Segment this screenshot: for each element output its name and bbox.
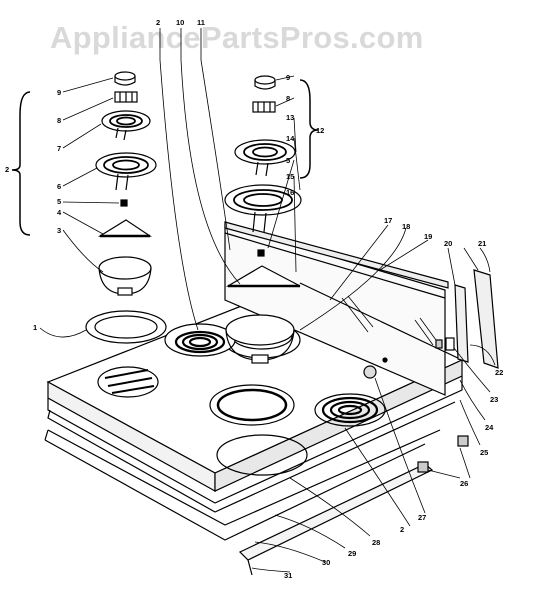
left-front-opening (97, 366, 159, 398)
callout-15: 15 (286, 172, 294, 181)
callout-9-left: 9 (57, 88, 61, 97)
callout-26: 26 (460, 479, 468, 488)
element-support-left (97, 219, 152, 237)
callout-8-right: 8 (286, 94, 290, 103)
bracket-right-stack (299, 79, 319, 179)
coil-element-right-front (314, 393, 386, 427)
callout-2-left-stack: 2 (5, 165, 9, 174)
terminal-block-right (252, 101, 276, 113)
drip-bowl-center (225, 314, 295, 364)
callout-10: 10 (176, 18, 184, 27)
callout-7: 7 (57, 144, 61, 153)
callout-31: 31 (284, 571, 292, 580)
watermark: AppliancePartsPros.com (50, 20, 424, 55)
bracket-small (445, 337, 455, 351)
callout-labels: 9 8 7 2 6 5 4 3 1 2 10 11 9 8 13 14 12 5… (5, 18, 503, 580)
callout-8-left: 8 (57, 116, 61, 125)
callout-20: 20 (444, 239, 452, 248)
callout-23: 23 (490, 395, 498, 404)
trim-ring-front (209, 384, 295, 426)
clip-left (120, 199, 128, 207)
trim-ring-left (85, 310, 167, 344)
element-large-left (95, 152, 157, 191)
leader-lines (39, 28, 496, 573)
clip-right (257, 249, 265, 257)
small-knob (363, 365, 377, 379)
receptacle-cap-right (254, 75, 276, 90)
callout-1: 1 (33, 323, 37, 332)
callout-3: 3 (57, 226, 61, 235)
callout-30: 30 (322, 558, 330, 567)
callout-2-bottom: 2 (400, 525, 404, 534)
element-small-right (234, 139, 296, 177)
backsplash-panel (224, 224, 446, 396)
callout-5-right: 5 (286, 156, 290, 165)
callout-17: 17 (384, 216, 392, 225)
callout-22: 22 (495, 368, 503, 377)
callout-27: 27 (418, 513, 426, 522)
drip-pan-left-rear (164, 323, 236, 357)
callout-6: 6 (57, 182, 61, 191)
callout-24: 24 (485, 423, 494, 432)
callout-13: 13 (286, 113, 294, 122)
receptacle-cap-left (114, 71, 136, 86)
callout-2-top: 2 (156, 18, 160, 27)
bracket-left-stack (11, 91, 31, 236)
callout-11: 11 (197, 18, 205, 27)
callout-9-right: 9 (286, 73, 290, 82)
front-opening (216, 434, 308, 476)
cooktop-frame (44, 376, 463, 541)
callout-19: 19 (424, 232, 432, 241)
callout-28: 28 (372, 538, 380, 547)
end-cap-right (454, 269, 499, 369)
top-trim-strip (224, 221, 449, 289)
callout-16: 16 (286, 188, 294, 197)
callout-25: 25 (480, 448, 488, 457)
drip-bowl-left (98, 256, 152, 296)
callout-14: 14 (286, 134, 295, 143)
element-small-left (101, 110, 151, 141)
callout-4-left: 4 (57, 208, 62, 217)
terminal-block-left (114, 91, 138, 103)
callout-5-left: 5 (57, 197, 61, 206)
callout-29: 29 (348, 549, 356, 558)
callout-21: 21 (478, 239, 486, 248)
leveling-legs (417, 435, 469, 473)
callout-18: 18 (402, 222, 410, 231)
front-trim-strip (238, 463, 434, 576)
callout-12: 12 (316, 126, 324, 135)
